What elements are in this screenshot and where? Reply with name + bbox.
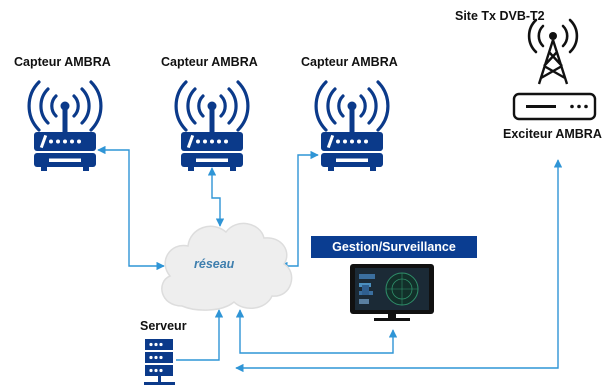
link-serveur-exciteur (235, 159, 563, 373)
exciteur-label: Exciteur AMBRA (503, 127, 602, 141)
capteur-3-label: Capteur AMBRA (301, 55, 398, 69)
reseau-label: réseau (194, 257, 235, 271)
exciteur-device-icon (512, 92, 597, 121)
transmission-tower-icon (527, 18, 579, 85)
capteur-2-label: Capteur AMBRA (161, 55, 258, 69)
serveur-label: Serveur (140, 319, 187, 333)
capteur-2-icon (174, 80, 250, 173)
site-tx-label: Site Tx DVB-T2 (455, 9, 545, 23)
monitor-dashboard-icon (350, 264, 434, 321)
capteur-1-label: Capteur AMBRA (14, 55, 111, 69)
link-reseau-gestion (235, 309, 398, 354)
server-rack-icon (144, 339, 175, 385)
link-serveur-reseau (176, 309, 224, 361)
link-capteur1-reseau (97, 145, 165, 271)
connections (97, 145, 563, 373)
link-capteur2-reseau (207, 167, 225, 227)
capteur-1-icon (27, 80, 103, 173)
gestion-surveillance-banner: Gestion/Surveillance (311, 236, 477, 258)
reseau-cloud-icon (161, 222, 293, 311)
capteur-3-icon (314, 80, 390, 173)
